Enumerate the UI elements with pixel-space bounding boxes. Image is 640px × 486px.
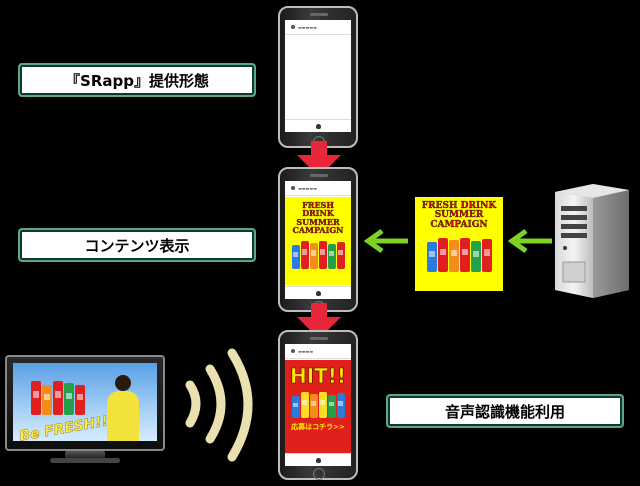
hit-banner: HIT!! 応募はコチラ>>	[285, 360, 351, 454]
campaign-poster-content: FRESH DRINK SUMMER CAMPAIGN	[415, 197, 503, 291]
label-content-display: コンテンツ表示	[18, 228, 256, 262]
poster-line1: FRESH DRINK	[302, 200, 334, 219]
app-header: ▬▬▬▬▬	[285, 20, 351, 35]
poster-line3: CAMPAIGN	[292, 225, 344, 236]
drink-cans-image	[285, 392, 351, 418]
hit-text: HIT!!	[289, 364, 347, 389]
poster-line2: SUMMER	[434, 210, 484, 221]
label-content-display-text: コンテンツ表示	[84, 236, 190, 255]
home-icon	[315, 123, 321, 129]
tv-bezel: Be FRESH!!	[5, 355, 165, 451]
campaign-poster-in-phone: FRESH DRINK SUMMER CAMPAIGN	[285, 197, 351, 285]
arrow-down-icon	[297, 141, 341, 177]
tv-screen: Be FRESH!!	[13, 363, 157, 441]
drink-cans-image	[415, 238, 503, 273]
arrow-left-icon	[507, 228, 552, 254]
label-audio-recognition-text: 音声認識機能利用	[444, 402, 565, 421]
phone-screen: ▬▬▬▬ HIT!! 応募はコチラ>>	[285, 344, 351, 466]
tv-base	[50, 458, 120, 463]
phone-screen: ▬▬▬▬▬ FRESH DRINK SUMMER CAMPAIGN	[285, 181, 351, 299]
phone-screen: ▬▬▬▬▬	[285, 20, 351, 132]
poster-line1: FRESH DRINK	[421, 201, 497, 211]
phone-hit-result: ▬▬▬▬ HIT!! 応募はコチラ>>	[278, 330, 358, 480]
label-delivery-form-text: 『SRapp』提供形態	[65, 71, 209, 90]
phone-speaker-icon	[310, 337, 328, 340]
phone-speaker-icon	[310, 13, 328, 16]
tv-overlay-text: Be FRESH!!	[18, 413, 110, 441]
home-icon	[315, 290, 321, 296]
app-footer	[285, 119, 351, 132]
arrow-left-icon	[363, 228, 408, 254]
app-header: ▬▬▬▬▬	[285, 181, 351, 196]
server-icon	[555, 184, 629, 298]
drink-cans-image	[31, 381, 85, 415]
phone-blank-app: ▬▬▬▬▬	[278, 6, 358, 148]
sound-wave-icon	[185, 348, 253, 462]
phone-speaker-icon	[310, 174, 328, 177]
phone-content-display: ▬▬▬▬▬ FRESH DRINK SUMMER CAMPAIGN	[278, 167, 358, 313]
drink-cans-image	[285, 240, 351, 269]
home-icon	[315, 457, 321, 463]
app-footer	[285, 286, 351, 299]
tv-stand	[65, 451, 105, 459]
apply-link[interactable]: 応募はコチラ>>	[291, 423, 345, 431]
television: Be FRESH!!	[5, 355, 165, 465]
app-header: ▬▬▬▬	[285, 344, 351, 359]
poster-line2: SUMMER	[296, 216, 340, 227]
label-audio-recognition: 音声認識機能利用	[386, 394, 624, 428]
app-footer	[285, 453, 351, 466]
poster-line3: CAMPAIGN	[430, 219, 488, 230]
home-button-icon	[313, 468, 325, 480]
arrow-down-icon	[297, 303, 341, 339]
label-delivery-form: 『SRapp』提供形態	[18, 63, 256, 97]
